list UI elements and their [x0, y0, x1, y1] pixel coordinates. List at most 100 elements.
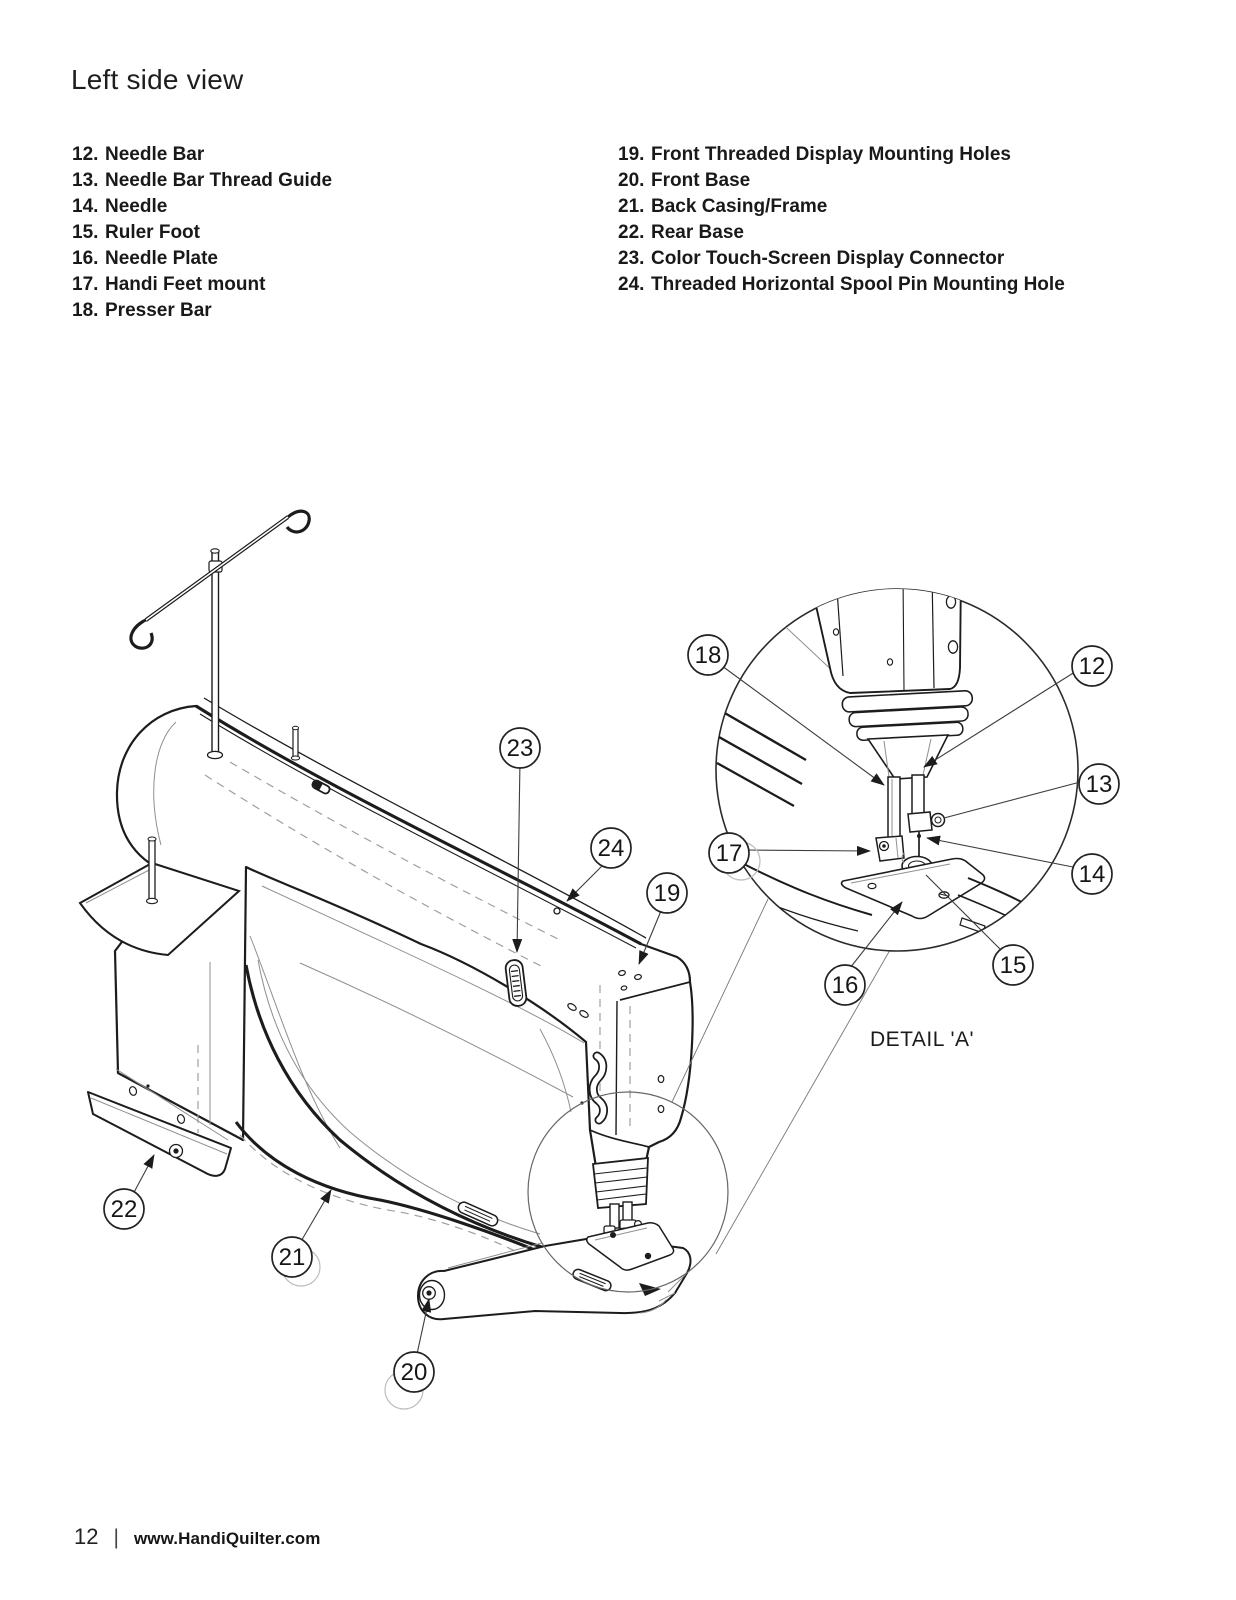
callout-14: 14 — [1071, 853, 1113, 895]
list-item: 17. Handi Feet mount — [72, 272, 332, 298]
callout-23: 23 — [499, 727, 541, 769]
callout-21: 21 — [271, 1236, 313, 1278]
part-number: 17. — [72, 274, 99, 295]
part-label: Front Threaded Display Mounting Holes — [651, 144, 1011, 165]
callout-15: 15 — [992, 944, 1034, 986]
svg-text:12: 12 — [1079, 653, 1106, 680]
callout-22: 22 — [103, 1188, 145, 1230]
list-item: 23. Color Touch-Screen Display Connector — [618, 246, 1065, 272]
svg-text:21: 21 — [279, 1244, 306, 1271]
list-item: 16. Needle Plate — [72, 246, 332, 272]
callout-24: 24 — [590, 827, 632, 869]
page-footer: 12 | www.HandiQuilter.com — [74, 1524, 320, 1550]
parts-list-right: 19. Front Threaded Display Mounting Holes… — [618, 142, 1065, 298]
svg-text:13: 13 — [1086, 771, 1113, 798]
grip-recess — [457, 1201, 499, 1227]
thread-guide-cleat — [311, 779, 331, 795]
part-label: Presser Bar — [105, 300, 212, 321]
detail-a-view: DETAIL 'A' — [715, 588, 1079, 1051]
callout-12: 12 — [1071, 645, 1113, 687]
list-item: 21. Back Casing/Frame — [618, 194, 1065, 220]
svg-text:22: 22 — [111, 1196, 138, 1223]
machine-drawing — [78, 509, 694, 1321]
callout-13: 13 — [1078, 763, 1120, 805]
list-item: 19. Front Threaded Display Mounting Holes — [618, 142, 1065, 168]
part-label: Threaded Horizontal Spool Pin Mounting H… — [651, 274, 1065, 295]
needle-bar — [622, 1201, 633, 1223]
part-label: Needle Plate — [105, 248, 218, 269]
part-number: 15. — [72, 222, 99, 243]
detail-cone-line-1 — [671, 898, 769, 1103]
back-casing-curve — [244, 964, 546, 1250]
display-connector — [504, 959, 528, 1007]
svg-text:16: 16 — [832, 972, 859, 999]
part-label: Needle Bar Thread Guide — [105, 170, 333, 191]
needle-bar-thread-guide — [907, 811, 933, 833]
machine-body — [113, 704, 694, 1169]
part-label: Rear Base — [651, 222, 744, 243]
callout-19: 19 — [646, 872, 688, 914]
rear-spool-pin — [290, 725, 301, 761]
part-label: Front Base — [651, 170, 751, 191]
spool-pin-hole — [553, 907, 561, 915]
callout-20: 20 — [393, 1351, 435, 1393]
part-label: Needle Bar — [105, 144, 205, 165]
svg-text:15: 15 — [1000, 952, 1027, 979]
svg-text:24: 24 — [598, 835, 625, 862]
part-number: 21. — [618, 196, 645, 217]
needle-bar-detail — [911, 774, 925, 815]
detail-cone-line-2 — [715, 949, 891, 1255]
list-item: 24. Threaded Horizontal Spool Pin Mountin… — [618, 272, 1065, 298]
list-item: 20. Front Base — [618, 168, 1065, 194]
list-item: 12. Needle Bar — [72, 142, 332, 168]
rear-base — [87, 1091, 232, 1177]
page-title: Left side view — [71, 64, 244, 95]
list-item: 22. Rear Base — [618, 220, 1065, 246]
list-item: 13. Needle Bar Thread Guide — [72, 168, 332, 194]
svg-text:19: 19 — [654, 880, 681, 907]
sewing-head-lower — [585, 1156, 675, 1271]
callout-18: 18 — [687, 634, 729, 676]
leader-lines — [131, 662, 1085, 1355]
list-item: 14. Needle — [72, 194, 332, 220]
website-url: www.HandiQuilter.com — [133, 1529, 321, 1548]
part-label: Handi Feet mount — [105, 274, 266, 295]
part-number: 19. — [618, 144, 645, 165]
detail-source-circle — [527, 1091, 729, 1293]
svg-text:18: 18 — [695, 642, 722, 669]
thread-mast — [129, 509, 311, 760]
tension-lever — [588, 1051, 608, 1125]
list-item: 15. Ruler Foot — [72, 220, 332, 246]
part-number: 12. — [72, 144, 99, 165]
part-label: Needle — [105, 196, 168, 217]
bobbin-wing-plate — [78, 836, 241, 957]
part-number: 18. — [72, 300, 99, 321]
callout-16: 16 — [824, 964, 866, 1006]
arm-top-edge — [195, 704, 642, 946]
part-number: 23. — [618, 248, 645, 269]
presser-bar-detail — [887, 776, 901, 839]
callouts: 23 24 19 18 12 13 — [103, 634, 1120, 1410]
presser-bar — [609, 1203, 620, 1229]
part-number: 24. — [618, 274, 645, 295]
part-number: 20. — [618, 170, 645, 191]
detail-a-label: DETAIL 'A' — [870, 1028, 974, 1051]
parts-list-left: 12. Needle Bar 13. Needle Bar Thread Guide… — [72, 142, 332, 324]
svg-text:17: 17 — [716, 840, 743, 867]
list-item: 18. Presser Bar — [72, 298, 332, 324]
svg-text:14: 14 — [1079, 861, 1106, 888]
part-number: 16. — [72, 248, 99, 269]
page-number: 12 — [74, 1524, 99, 1549]
callout-17: 17 — [708, 832, 750, 874]
part-label: Color Touch-Screen Display Connector — [651, 248, 1005, 269]
svg-text:20: 20 — [401, 1359, 428, 1386]
part-label: Ruler Foot — [105, 222, 200, 243]
svg-text:23: 23 — [507, 735, 534, 762]
part-number: 22. — [618, 222, 645, 243]
part-number: 14. — [72, 196, 99, 217]
part-label: Back Casing/Frame — [651, 196, 828, 217]
part-number: 13. — [72, 170, 99, 191]
display-mounting-holes — [618, 969, 642, 991]
